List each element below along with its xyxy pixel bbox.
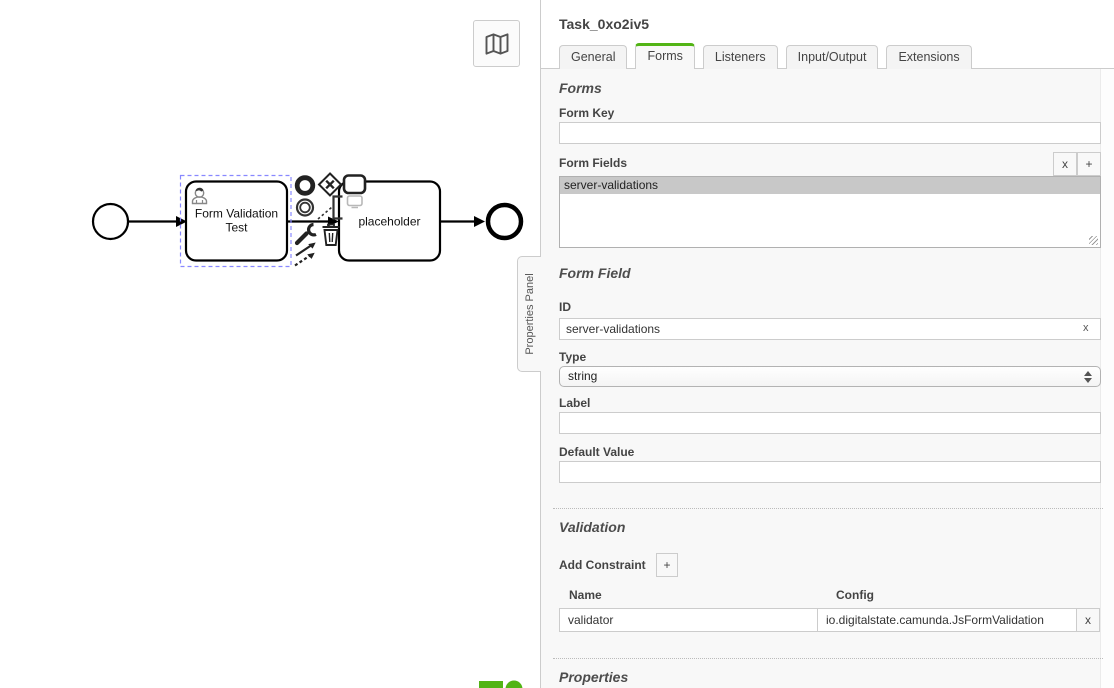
sequence-flow-1[interactable] xyxy=(128,216,187,227)
forms-section-heading: Forms xyxy=(559,80,602,96)
append-text-annotation-icon[interactable] xyxy=(317,195,343,220)
append-end-event-icon[interactable] xyxy=(294,175,316,196)
bpmn-canvas[interactable]: Form Validation Test placeholder xyxy=(0,0,541,688)
user-icon xyxy=(191,187,208,205)
form-fields-listbox[interactable]: server-validations xyxy=(559,176,1101,248)
panel-header: Task_0xo2iv5 General Forms Listeners Inp… xyxy=(541,0,1114,69)
add-constraint-button[interactable]: + xyxy=(656,553,678,577)
label-input[interactable] xyxy=(559,412,1101,434)
end-event[interactable] xyxy=(485,202,524,241)
wrench-icon[interactable] xyxy=(294,222,317,246)
default-value-input[interactable] xyxy=(559,461,1101,483)
listbox-resize-grip[interactable] xyxy=(1089,236,1098,245)
form-field-section-heading: Form Field xyxy=(559,265,631,281)
append-gateway-icon[interactable] xyxy=(317,172,343,197)
task1-label-line1: Form Validation xyxy=(195,207,278,221)
form-fields-label: Form Fields xyxy=(559,156,628,170)
task2-label: placeholder xyxy=(358,215,420,229)
constraint-config-cell[interactable]: io.digitalstate.camunda.JsFormValidation xyxy=(817,608,1077,632)
default-value-label: Default Value xyxy=(559,445,635,459)
select-stepper-icon xyxy=(1083,370,1092,384)
constraint-config-header: Config xyxy=(836,588,874,602)
constraint-name-header: Name xyxy=(569,588,602,602)
constraint-delete-button[interactable]: x xyxy=(1076,608,1100,632)
id-clear-button[interactable]: x xyxy=(1083,322,1089,334)
section-divider xyxy=(553,508,1103,509)
task-placeholder[interactable]: placeholder xyxy=(337,180,442,262)
id-input[interactable] xyxy=(559,318,1101,340)
context-pad xyxy=(294,172,367,267)
properties-section-heading: Properties xyxy=(559,669,629,685)
tab-listeners[interactable]: Listeners xyxy=(702,45,778,69)
validation-section-heading: Validation xyxy=(559,519,626,535)
type-select-value: string xyxy=(568,369,598,383)
add-constraint-label: Add Constraint xyxy=(559,558,646,572)
section-divider xyxy=(553,658,1103,659)
properties-panel: Task_0xo2iv5 General Forms Listeners Inp… xyxy=(540,0,1114,688)
user-task-form-validation[interactable]: Form Validation Test xyxy=(184,180,289,262)
tab-general[interactable]: General xyxy=(559,45,628,69)
selection-outline xyxy=(179,174,292,268)
map-icon xyxy=(485,32,508,55)
start-event[interactable] xyxy=(91,202,130,241)
element-id-title: Task_0xo2iv5 xyxy=(559,16,650,32)
form-fields-add-button[interactable]: + xyxy=(1077,152,1101,176)
form-fields-option-selected[interactable]: server-validations xyxy=(560,177,1100,194)
append-task-icon[interactable] xyxy=(342,174,367,195)
screen-icon[interactable] xyxy=(346,195,363,209)
form-key-label: Form Key xyxy=(559,106,615,120)
properties-panel-tab-label: Properties Panel xyxy=(523,273,536,355)
panel-scrollbar-gutter[interactable] xyxy=(1100,69,1114,688)
minimap-toggle-button[interactable] xyxy=(473,20,520,67)
type-label: Type xyxy=(559,350,587,364)
tab-forms[interactable]: Forms xyxy=(635,43,695,69)
bpmnio-logo xyxy=(479,680,523,688)
bpmn-diagram: Form Validation Test placeholder xyxy=(91,172,524,268)
form-key-input[interactable] xyxy=(559,122,1101,144)
trash-icon[interactable] xyxy=(322,223,340,246)
form-fields-remove-button[interactable]: x xyxy=(1053,152,1077,176)
id-label: ID xyxy=(559,300,571,314)
connect-icon[interactable] xyxy=(294,242,316,267)
constraint-name-cell[interactable]: validator xyxy=(559,608,818,632)
properties-panel-toggle-tab[interactable]: Properties Panel xyxy=(517,256,541,372)
task1-label-line2: Test xyxy=(225,221,248,235)
append-intermediate-event-icon[interactable] xyxy=(295,198,315,217)
type-select[interactable]: string xyxy=(559,366,1101,387)
label-label: Label xyxy=(559,396,591,410)
tab-input-output[interactable]: Input/Output xyxy=(785,45,879,69)
sequence-flow-3[interactable] xyxy=(440,216,485,227)
panel-tabs: General Forms Listeners Input/Output Ext… xyxy=(559,43,980,69)
tab-extensions[interactable]: Extensions xyxy=(886,45,972,69)
